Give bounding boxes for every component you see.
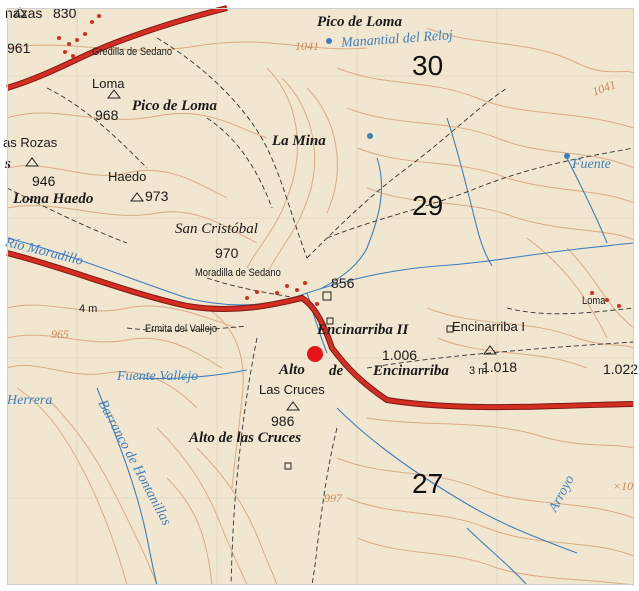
road-width-3m: 3 m bbox=[469, 365, 488, 377]
streams bbox=[6, 117, 635, 586]
contour-label-965: 965 bbox=[51, 327, 69, 341]
height-968: 968 bbox=[95, 107, 119, 123]
height-1022: 1.022 bbox=[603, 361, 639, 377]
place-label-gredilla: Gredilla de Sedano bbox=[92, 46, 173, 58]
tracks bbox=[6, 37, 635, 586]
place-label-nazas: nazas bbox=[5, 5, 43, 21]
grid-number-27: 27 bbox=[412, 468, 444, 499]
height-970: 970 bbox=[215, 245, 239, 261]
place-label-encinarriba: Encinarriba bbox=[373, 363, 449, 379]
height-830: 830 bbox=[53, 5, 77, 21]
place-label-de: de bbox=[329, 363, 344, 379]
map-terrain bbox=[6, 5, 635, 586]
place-label-las-rozas: as Rozas bbox=[3, 135, 58, 150]
hill-label-loma-haedo: Loma Haedo bbox=[13, 191, 94, 207]
place-label-loma: Loma bbox=[92, 76, 125, 91]
hill-label-pico-de-loma-top: Pico de Loma bbox=[317, 14, 402, 30]
grid-number-29: 29 bbox=[412, 190, 444, 221]
road-width-4m: 4 m bbox=[79, 303, 98, 315]
place-label-san-cristobal: San Cristóbal bbox=[175, 221, 258, 237]
map-paper bbox=[7, 8, 634, 585]
height-1018: 1.018 bbox=[482, 359, 518, 375]
water-label-fuente-vallejo: Fuente Vallejo bbox=[117, 369, 199, 384]
height-946: 946 bbox=[32, 173, 56, 189]
height-961: 961 bbox=[7, 40, 31, 56]
topographic-map[interactable]: nazas 830 961 Gredilla de Sedano Loma 96… bbox=[3, 5, 638, 586]
buildings bbox=[284, 291, 454, 470]
place-label-encinarriba-ii: Encinarriba II bbox=[317, 322, 409, 338]
hill-label-pico-de-loma: Pico de Loma bbox=[132, 98, 217, 114]
height-1006: 1.006 bbox=[382, 347, 418, 363]
main-road bbox=[6, 5, 635, 411]
water-label-fuente: Fuente bbox=[572, 157, 611, 172]
place-label-haedo: Haedo bbox=[108, 169, 147, 184]
place-label-las-cruces: Las Cruces bbox=[259, 382, 325, 397]
place-label-encinarriba-i: Encinarriba I bbox=[452, 319, 525, 334]
contour-lines bbox=[6, 27, 635, 586]
height-986: 986 bbox=[271, 413, 295, 429]
hill-label-alto-de-las-cruces: Alto de las Cruces bbox=[189, 430, 302, 446]
summit-triangles bbox=[13, 7, 497, 411]
height-973: 973 bbox=[145, 188, 169, 204]
place-label-loma-east: Loma bbox=[582, 295, 606, 307]
place-label-la-mina: La Mina bbox=[272, 133, 326, 149]
contour-label-1041a: 1041 bbox=[295, 39, 319, 53]
grid-number-30: 30 bbox=[412, 50, 444, 81]
grid-lines bbox=[7, 8, 634, 585]
place-label-ermita: Ermita del Vallejo bbox=[145, 323, 218, 335]
place-label-s: s bbox=[5, 156, 11, 172]
place-label-moradilla: Moradilla de Sedano bbox=[195, 267, 281, 279]
place-label-alto: Alto bbox=[279, 362, 305, 378]
location-marker[interactable] bbox=[307, 346, 323, 362]
springs bbox=[326, 38, 570, 159]
contour-label-1000: ×10 bbox=[613, 479, 634, 493]
water-label-herrera: Herrera bbox=[7, 393, 53, 408]
height-856: 856 bbox=[331, 275, 355, 291]
village-dots bbox=[57, 14, 621, 308]
contour-label-997: 997 bbox=[324, 491, 342, 505]
